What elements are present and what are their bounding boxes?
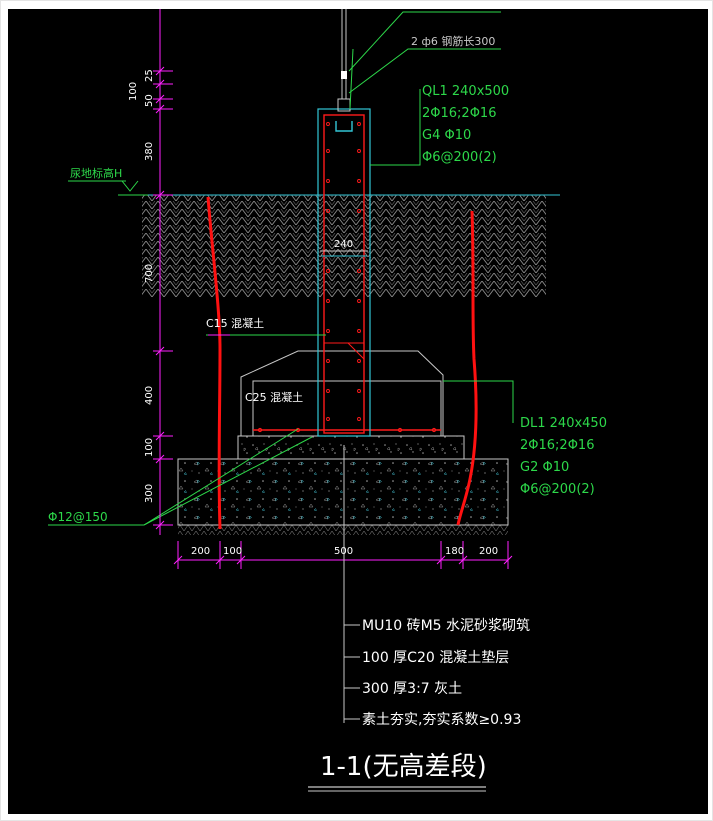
hdim-100: 100 <box>223 546 242 557</box>
right-red-rebar <box>456 210 478 526</box>
note-brick: MU10 砖M5 水泥砂浆砌筑 <box>362 618 530 634</box>
ql1-line-1: QL1 240x500 <box>422 84 509 99</box>
ql1-column <box>317 108 371 437</box>
ground-mark-label: 尿地标高H <box>70 166 122 180</box>
cad-drawing-canvas: 2 ф6 钢筋长300 QL1 240x500 2Φ16;2Φ16 G4 Φ10… <box>8 9 708 814</box>
vertical-dimension-values: 25 100 50 380 700 400 100 300 <box>128 69 155 503</box>
dl1-line-1: DL1 240x450 <box>520 416 607 431</box>
c20-cushion <box>237 435 465 460</box>
hdim-180: 180 <box>445 546 464 557</box>
vertical-dimensions <box>153 9 173 535</box>
column-width-label: 240 <box>334 239 353 250</box>
bottom-rebar-label: Φ12@150 <box>48 510 108 524</box>
compacted-soil <box>178 525 508 535</box>
ground-mark-symbol <box>68 180 148 196</box>
ql1-line-3: G4 Φ10 <box>422 128 471 143</box>
top-rebar-label: 2 ф6 钢筋长300 <box>411 34 495 48</box>
section-drawing: 2 ф6 钢筋长300 QL1 240x500 2Φ16;2Φ16 G4 Φ10… <box>48 9 607 792</box>
column-rebar-dots <box>326 122 361 421</box>
c15-label: C15 混凝土 <box>206 316 264 330</box>
section-title: 1-1(无高差段) <box>320 752 487 782</box>
leader-lines <box>48 11 514 526</box>
vdim-400: 400 <box>144 386 155 405</box>
top-anchor-hook <box>335 121 353 132</box>
vdim-300: 300 <box>144 484 155 503</box>
vdim-50: 50 <box>144 94 155 107</box>
hdim-200-left: 200 <box>191 546 210 557</box>
c25-label: C25 混凝土 <box>245 390 303 404</box>
ql1-line-4: Φ6@200(2) <box>422 150 497 165</box>
note-cushion: 100 厚C20 混凝土垫层 <box>362 650 509 666</box>
callout-axis <box>343 445 360 723</box>
hdim-200-right: 200 <box>479 546 498 557</box>
note-compaction: 素土夯实,夯实系数≥0.93 <box>362 712 521 728</box>
c25-footing-outline <box>240 350 444 436</box>
hdim-500: 500 <box>334 546 353 557</box>
dl1-line-3: G2 Φ10 <box>520 460 569 475</box>
vdim-700: 700 <box>144 264 155 283</box>
column-stirrup-link <box>347 342 365 360</box>
dl1-line-2: 2Φ16;2Φ16 <box>520 438 594 453</box>
dl1-label: DL1 240x450 2Φ16;2Φ16 G2 Φ10 Φ6@200(2) <box>520 416 607 497</box>
vdim-100b: 100 <box>144 438 155 457</box>
dl1-line-4: Φ6@200(2) <box>520 482 595 497</box>
vdim-100: 100 <box>128 82 139 101</box>
construction-notes: MU10 砖M5 水泥砂浆砌筑 100 厚C20 混凝土垫层 300 厚3:7 … <box>362 618 530 728</box>
dl1-rebar-dots <box>257 427 437 433</box>
vdim-380: 380 <box>144 142 155 161</box>
note-lime-soil: 300 厚3:7 灰土 <box>362 681 462 697</box>
vdim-25: 25 <box>144 69 155 82</box>
lime-soil-layer <box>177 458 509 526</box>
horizontal-dimensions <box>173 541 513 569</box>
ql1-label: QL1 240x500 2Φ16;2Φ16 G4 Φ10 Φ6@200(2) <box>422 84 509 165</box>
left-red-rebar <box>206 196 222 530</box>
column-rebar-cage <box>323 114 365 434</box>
ql1-line-2: 2Φ16;2Φ16 <box>422 106 496 121</box>
top-bar-marker <box>341 71 347 79</box>
horizontal-dimension-values: 200 100 500 180 200 <box>191 546 498 557</box>
dl1-beam <box>252 380 442 437</box>
